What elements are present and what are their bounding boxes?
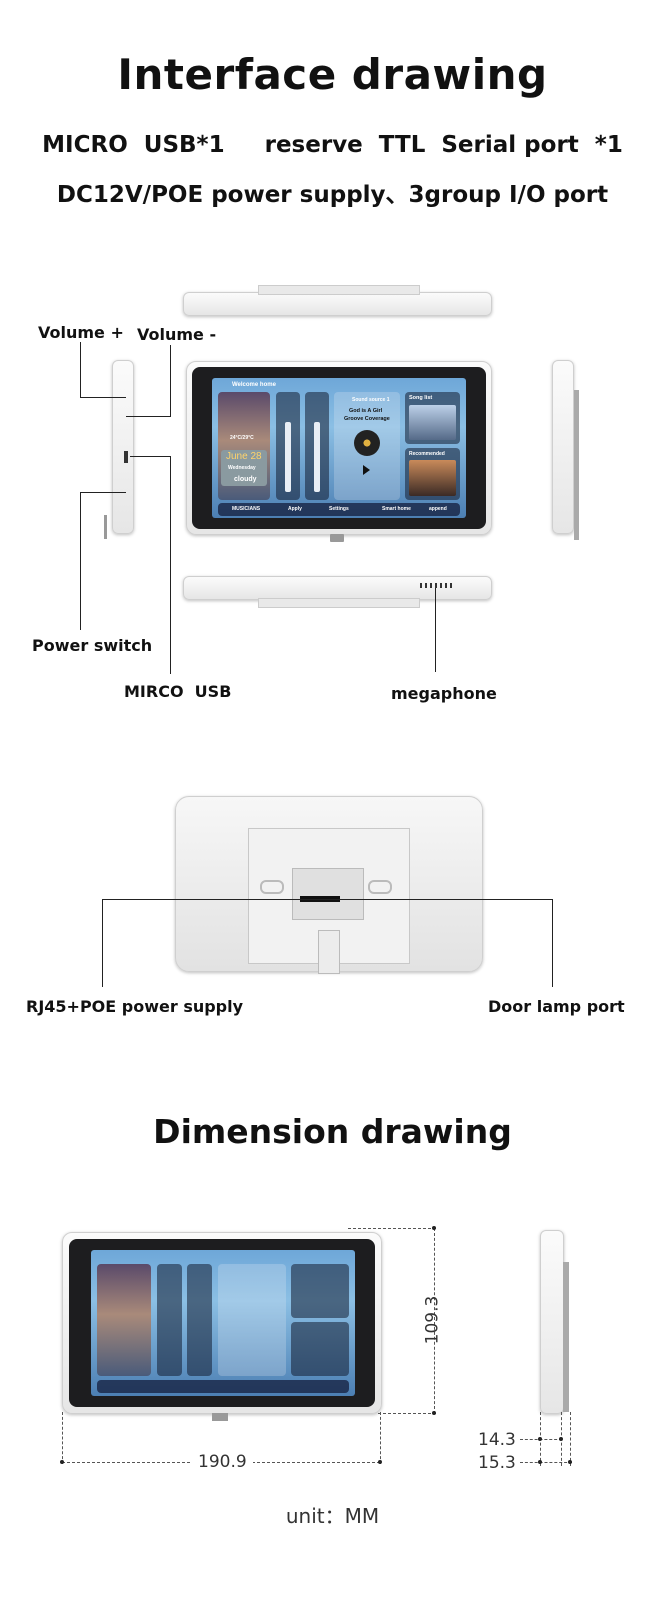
dimension-title: Dimension drawing <box>153 1112 512 1151</box>
weather-text: cloudy <box>234 476 257 483</box>
volume-up-label: Volume + <box>38 323 124 342</box>
unit-label: unit：MM <box>285 1504 380 1528</box>
depth-dimension-2: 15.3 <box>478 1453 516 1473</box>
micro-usb-label: MIRCO USB <box>124 682 232 701</box>
volume-down-label: Volume - <box>137 325 217 344</box>
sound-source-text: Sound source 1 <box>352 397 390 403</box>
weekday-text: Wednesday <box>228 465 256 471</box>
page-title: Interface drawing <box>117 50 548 99</box>
front-bottom-tab <box>330 534 344 542</box>
width-dimension: 190.9 <box>192 1452 253 1472</box>
dimension-front-view <box>62 1232 382 1414</box>
depth-dimension-1: 14.3 <box>478 1430 516 1450</box>
left-side-bracket <box>104 515 107 539</box>
welcome-text: Welcome home <box>232 382 276 388</box>
device-front-view: Welcome home 24°C/29°C June 28 Wednesday… <box>186 361 492 535</box>
temperature-text: 24°C/29°C <box>230 435 254 441</box>
nav-settings[interactable]: Settings <box>329 506 349 512</box>
date-text: June 28 <box>226 451 262 462</box>
song-list-label: Song list <box>409 395 433 401</box>
vinyl-icon <box>354 430 380 456</box>
bracket-top <box>258 285 420 295</box>
device-top-view <box>183 292 492 316</box>
dimension-side-view <box>540 1230 564 1414</box>
screen-display: Welcome home 24°C/29°C June 28 Wednesday… <box>212 378 466 518</box>
nav-musicians[interactable]: MUSICIANS <box>232 506 261 512</box>
height-dimension: 109.3 <box>422 1295 443 1345</box>
speaker-grille <box>420 583 452 588</box>
device-bottom-view <box>183 576 492 600</box>
recommended-label: Recommended <box>409 451 445 457</box>
song-artist: Groove Coverage <box>344 416 390 422</box>
subtitle-line-2: DC12V/POE power supply、3group I/O port <box>56 182 609 208</box>
usb-port <box>124 451 128 463</box>
play-icon[interactable] <box>363 465 370 475</box>
megaphone-label: megaphone <box>391 684 497 703</box>
device-left-side-view <box>112 360 134 534</box>
rj45-label: RJ45+POE power supply <box>26 997 244 1016</box>
subtitle-line-1: MICRO USB*1 reserve TTL Serial port *1 <box>42 132 623 158</box>
nav-append[interactable]: append <box>429 506 447 512</box>
door-lamp-label: Door lamp port <box>488 997 625 1016</box>
nav-apply[interactable]: Apply <box>288 506 302 512</box>
nav-smart-home[interactable]: Smart home <box>382 506 411 512</box>
power-switch-label: Power switch <box>32 636 153 655</box>
nav-bar <box>218 503 460 516</box>
song-title: God is A Girl <box>349 408 383 414</box>
device-right-side-view <box>552 360 574 534</box>
